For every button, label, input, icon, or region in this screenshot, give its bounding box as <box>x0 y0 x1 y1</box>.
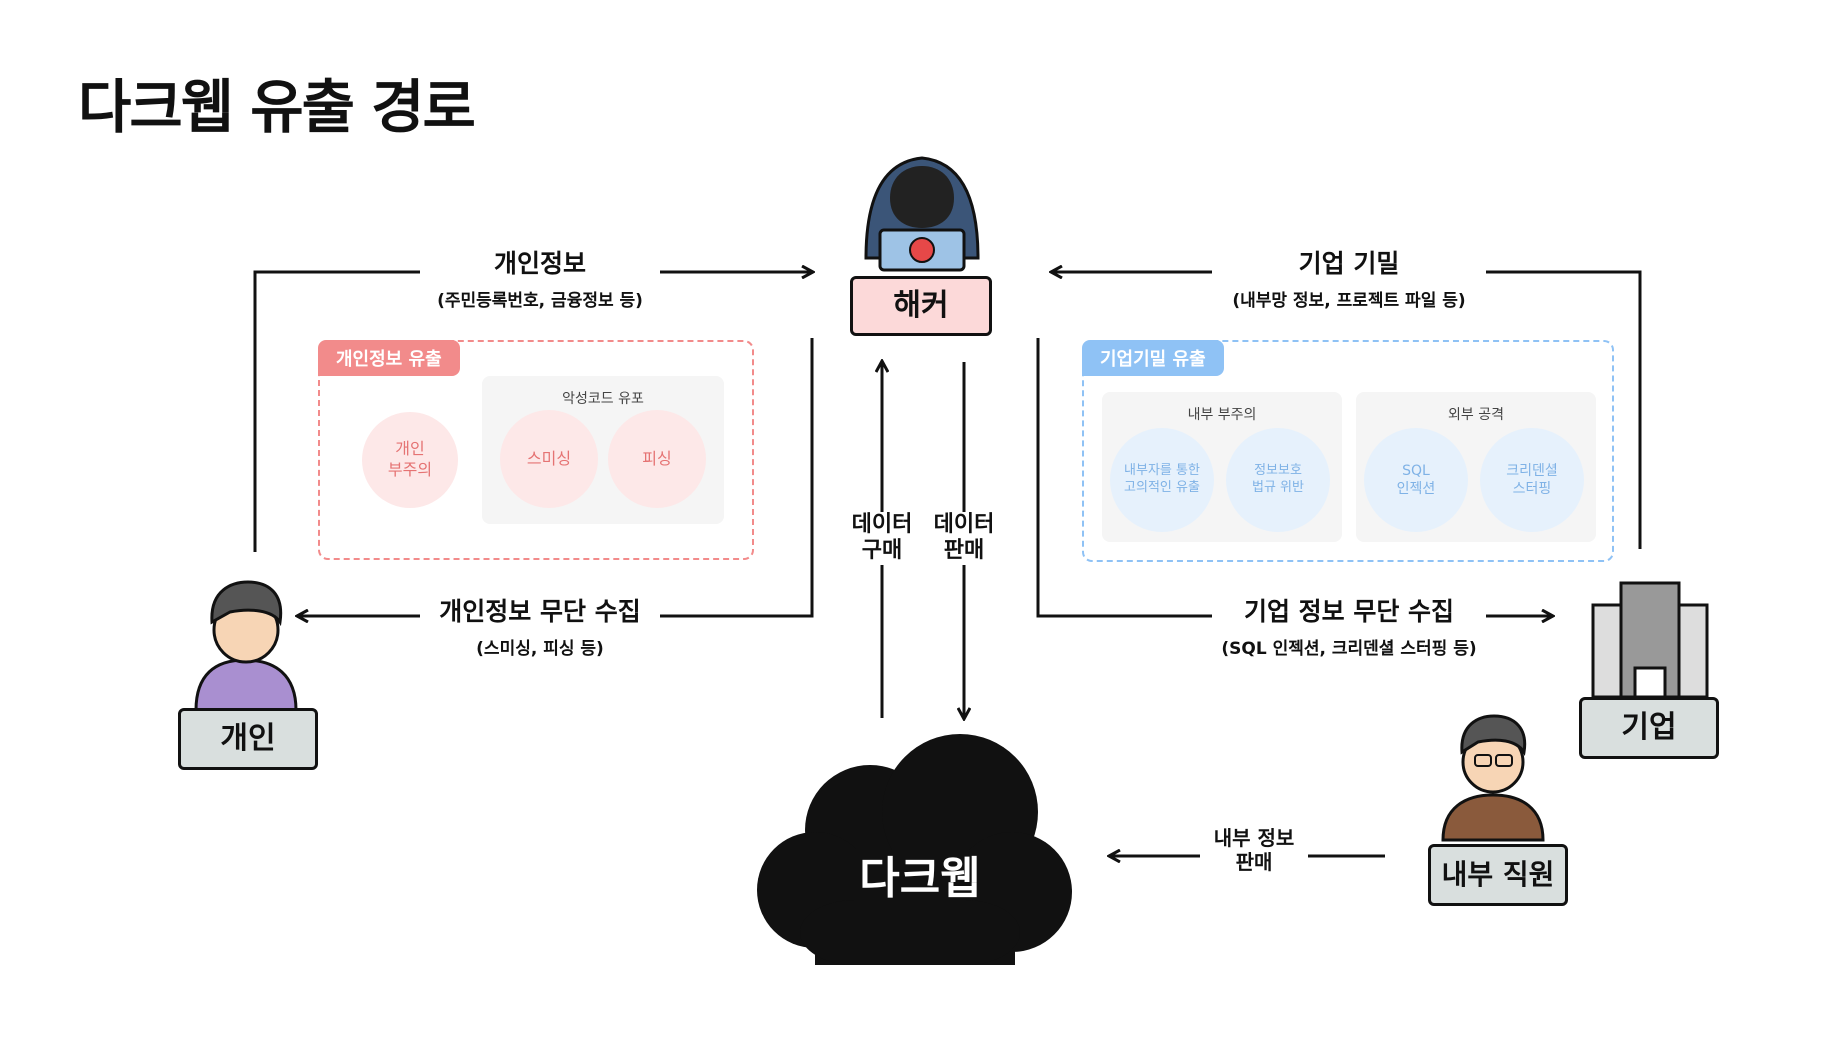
edge-personal-info: 개인정보 (주민등록번호, 금융정보 등) <box>420 244 660 311</box>
smishing-item: 스미싱 <box>500 410 598 508</box>
edge-data-sell: 데이터 판매 <box>930 512 998 565</box>
building-icon <box>1591 581 1709 699</box>
external-group-title: 외부 공격 <box>1448 407 1504 423</box>
edge-personal-collect: 개인정보 무단 수집 (스미싱, 피싱 등) <box>420 592 660 659</box>
law-violation-item: 정보보호 법규 위반 <box>1226 428 1330 532</box>
internal-carelessness-group: 내부 부주의 내부자를 통한 고의적인 유출 정보보호 법규 위반 <box>1102 392 1342 542</box>
credential-stuffing-item: 크리덴셜 스터핑 <box>1480 428 1584 532</box>
individual-node: 개인 <box>178 708 318 770</box>
hacker-node: 해커 <box>850 276 992 336</box>
edge-personal-info-main: 개인정보 <box>493 249 586 278</box>
internal-group-title: 내부 부주의 <box>1187 407 1257 423</box>
personal-leak-panel: 개인정보 유출 개인 부주의 악성코드 유포 스미싱 피싱 <box>318 340 754 560</box>
personal-carelessness: 개인 부주의 <box>362 412 458 508</box>
edge-corp-secret: 기업 기밀 (내부망 정보, 프로젝트 파일 등) <box>1212 244 1486 311</box>
edge-data-buy: 데이터 구매 <box>848 512 916 565</box>
edge-personal-info-sub: (주민등록번호, 금융정보 등) <box>437 291 643 311</box>
edge-corp-collect-sub: (SQL 인젝션, 크리덴셜 스터핑 등) <box>1221 639 1477 659</box>
page-title: 다크웹 유출 경로 <box>78 73 476 141</box>
malware-group-title: 악성코드 유포 <box>562 391 644 407</box>
insider-leak-item: 내부자를 통한 고의적인 유출 <box>1110 428 1214 532</box>
malware-group: 악성코드 유포 스미싱 피싱 <box>482 376 724 524</box>
personal-leak-tag: 개인정보 유출 <box>318 340 460 376</box>
employee-icon <box>1441 714 1545 842</box>
edge-corp-collect: 기업 정보 무단 수집 (SQL 인젝션, 크리덴셜 스터핑 등) <box>1212 592 1486 659</box>
edge-corp-secret-sub: (내부망 정보, 프로젝트 파일 등) <box>1232 291 1466 311</box>
sql-injection-item: SQL 인젝션 <box>1364 428 1468 532</box>
cloud-icon <box>757 734 1072 965</box>
corp-leak-tag: 기업기밀 유출 <box>1082 340 1224 376</box>
external-attack-group: 외부 공격 SQL 인젝션 크리덴셜 스터핑 <box>1356 392 1596 542</box>
edge-personal-collect-main: 개인정보 무단 수집 <box>439 597 641 626</box>
corp-leak-panel: 기업기밀 유출 내부 부주의 내부자를 통한 고의적인 유출 정보보호 법규 위… <box>1082 340 1614 562</box>
edge-corp-secret-main: 기업 기밀 <box>1298 249 1400 278</box>
hacker-icon <box>864 156 980 272</box>
edge-insider-sell: 내부 정보 판매 <box>1200 826 1308 874</box>
darkweb-node: 다크웹 <box>859 853 981 904</box>
company-node: 기업 <box>1579 697 1719 759</box>
person-icon <box>194 580 298 712</box>
phishing-item: 피싱 <box>608 410 706 508</box>
employee-node: 내부 직원 <box>1428 844 1568 906</box>
edge-corp-collect-main: 기업 정보 무단 수집 <box>1243 597 1455 626</box>
edge-personal-collect-sub: (스미싱, 피싱 등) <box>476 639 604 659</box>
